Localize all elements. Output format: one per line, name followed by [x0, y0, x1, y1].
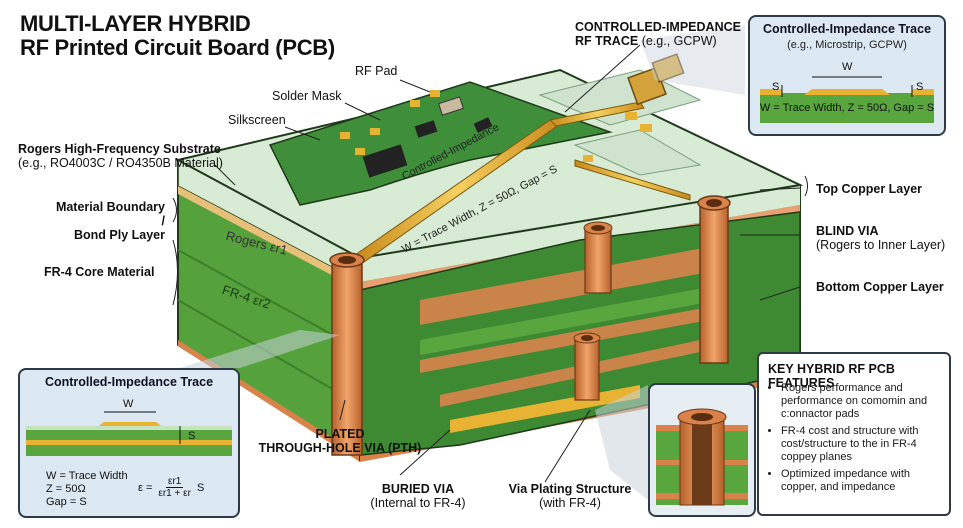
leader-lines: [172, 44, 808, 483]
via-plating-sub: (with FR-4): [539, 496, 601, 510]
feature-item: Rogers performance and performance on co…: [781, 382, 949, 421]
title-line-1: MULTI-LAYER HYBRID: [20, 11, 251, 36]
blind-via-sub: (Rogers to Inner Layer): [816, 238, 946, 252]
panel-top-s-right: S: [916, 81, 924, 93]
label-buried-via: BURIED VIA (Internal to FR-4): [368, 482, 468, 510]
panel-bottom-line2: Z = 50Ω: [46, 483, 86, 495]
label-fr4-core: FR-4 Core Material: [44, 265, 155, 279]
panel-bottom-ci-trace: Controlled-Impedance Trace W S W = Trace…: [18, 368, 240, 518]
ci-rf-trace-sub: (e.g., GCPW): [641, 34, 717, 48]
eps-lhs: ε =: [138, 481, 153, 494]
panel-bottom-line3: Gap = S: [46, 496, 87, 508]
inner-vias: [573, 221, 613, 401]
panel-top-graphic: [760, 76, 934, 123]
pth-via: [329, 252, 365, 456]
buried-via-title: BURIED VIA: [381, 482, 455, 496]
panel-top-s-left: S: [772, 81, 780, 93]
zoom-connector-left: [180, 330, 340, 368]
label-ci-rf-trace: CONTROLLED-IMPEDANCE RF TRACE (e.g., GCP…: [575, 20, 741, 48]
panel-bottom-w: W: [123, 398, 134, 410]
panel-bottom-title: Controlled-Impedance Trace: [44, 375, 214, 389]
label-rf-pad: RF Pad: [355, 64, 398, 78]
features-list: Rogers performance and performance on co…: [767, 382, 949, 498]
panel-bottom-eps-formula: ε = εr1 εr1 + εr S: [138, 476, 204, 499]
feature-item: FR-4 cost and structure with cost/struct…: [781, 425, 949, 464]
panel-bottom-graphic: [26, 411, 232, 456]
feature-item: Optimized impedance with copper, and imp…: [781, 468, 949, 494]
panel-top-subtitle: (e.g., Microstrip, GCPW): [787, 39, 907, 51]
eps-fraction: εr1 εr1 + εr: [156, 476, 193, 499]
buried-via-sub: (Internal to FR-4): [370, 496, 466, 510]
panel-top-ci-trace: Controlled-Impedance Trace (e.g., Micros…: [748, 15, 946, 136]
pth-line2: THROUGH-HOLE VIA (PTH): [258, 441, 422, 455]
pth-line1: PLATED: [315, 427, 365, 441]
panel-top-formula: W = Trace Width, Z = 50Ω, Gap = S: [759, 102, 935, 114]
title-line-2: RF Printed Circuit Board (PCB): [20, 35, 335, 60]
zoom-connector-bottom: [595, 385, 648, 500]
label-rogers-substrate: Rogers High-Frequency Substrate (e.g., R…: [18, 142, 223, 170]
label-blind-via: BLIND VIA (Rogers to Inner Layer): [816, 224, 945, 252]
ci-rf-trace-line1: CONTROLLED-IMPEDANCE: [575, 20, 741, 34]
features-box: KEY HYBRID RF PCB FEATURES Rogers perfor…: [757, 352, 951, 516]
rogers-substrate-sub: (e.g., RO4003C / RO4350B Material): [18, 156, 223, 170]
via-plating-graphic: [656, 408, 748, 506]
panel-bottom-defs: W = Trace Width Z = 50Ω Gap = S: [46, 470, 128, 509]
top-components: [340, 90, 652, 178]
label-material-boundary: Material Boundary / Bond Ply Layer: [50, 200, 165, 242]
features-title: KEY HYBRID RF PCB FEATURES: [768, 362, 895, 390]
blind-via: [697, 195, 731, 364]
page-title: MULTI-LAYER HYBRID RF Printed Circuit Bo…: [20, 12, 335, 60]
panel-bottom-line1: W = Trace Width: [46, 470, 128, 482]
blind-via-title: BLIND VIA: [816, 224, 879, 238]
via-plating-title: Via Plating Structure: [508, 482, 632, 496]
label-top-copper: Top Copper Layer: [816, 182, 923, 196]
panel-via-plating: [648, 383, 756, 517]
zoom-connector-top: [640, 25, 745, 95]
label-pth: PLATED THROUGH-HOLE VIA (PTH): [250, 427, 430, 455]
panel-top-title: Controlled-Impedance Trace: [762, 22, 932, 36]
label-via-plating: Via Plating Structure (with FR-4): [500, 482, 640, 510]
material-boundary-line2: Bond Ply Layer: [74, 228, 165, 242]
eps-num: εr1: [165, 476, 184, 488]
ci-rf-trace-line2: RF TRACE: [575, 34, 639, 48]
rogers-substrate-title: Rogers High-Frequency Substrate: [18, 142, 221, 156]
eps-rhs: S: [196, 481, 205, 494]
panel-top-w: W: [842, 61, 853, 73]
eps-den: εr1 + εr: [158, 488, 191, 499]
material-boundary-line1: Material Boundary /: [55, 200, 165, 228]
panel-bottom-s: S: [188, 430, 196, 442]
label-bottom-copper: Bottom Copper Layer: [816, 280, 944, 294]
sma-connector: [627, 53, 685, 106]
label-solder-mask: Solder Mask: [272, 89, 342, 103]
label-silkscreen: Silkscreen: [228, 113, 286, 127]
rf-trace: [354, 101, 691, 263]
